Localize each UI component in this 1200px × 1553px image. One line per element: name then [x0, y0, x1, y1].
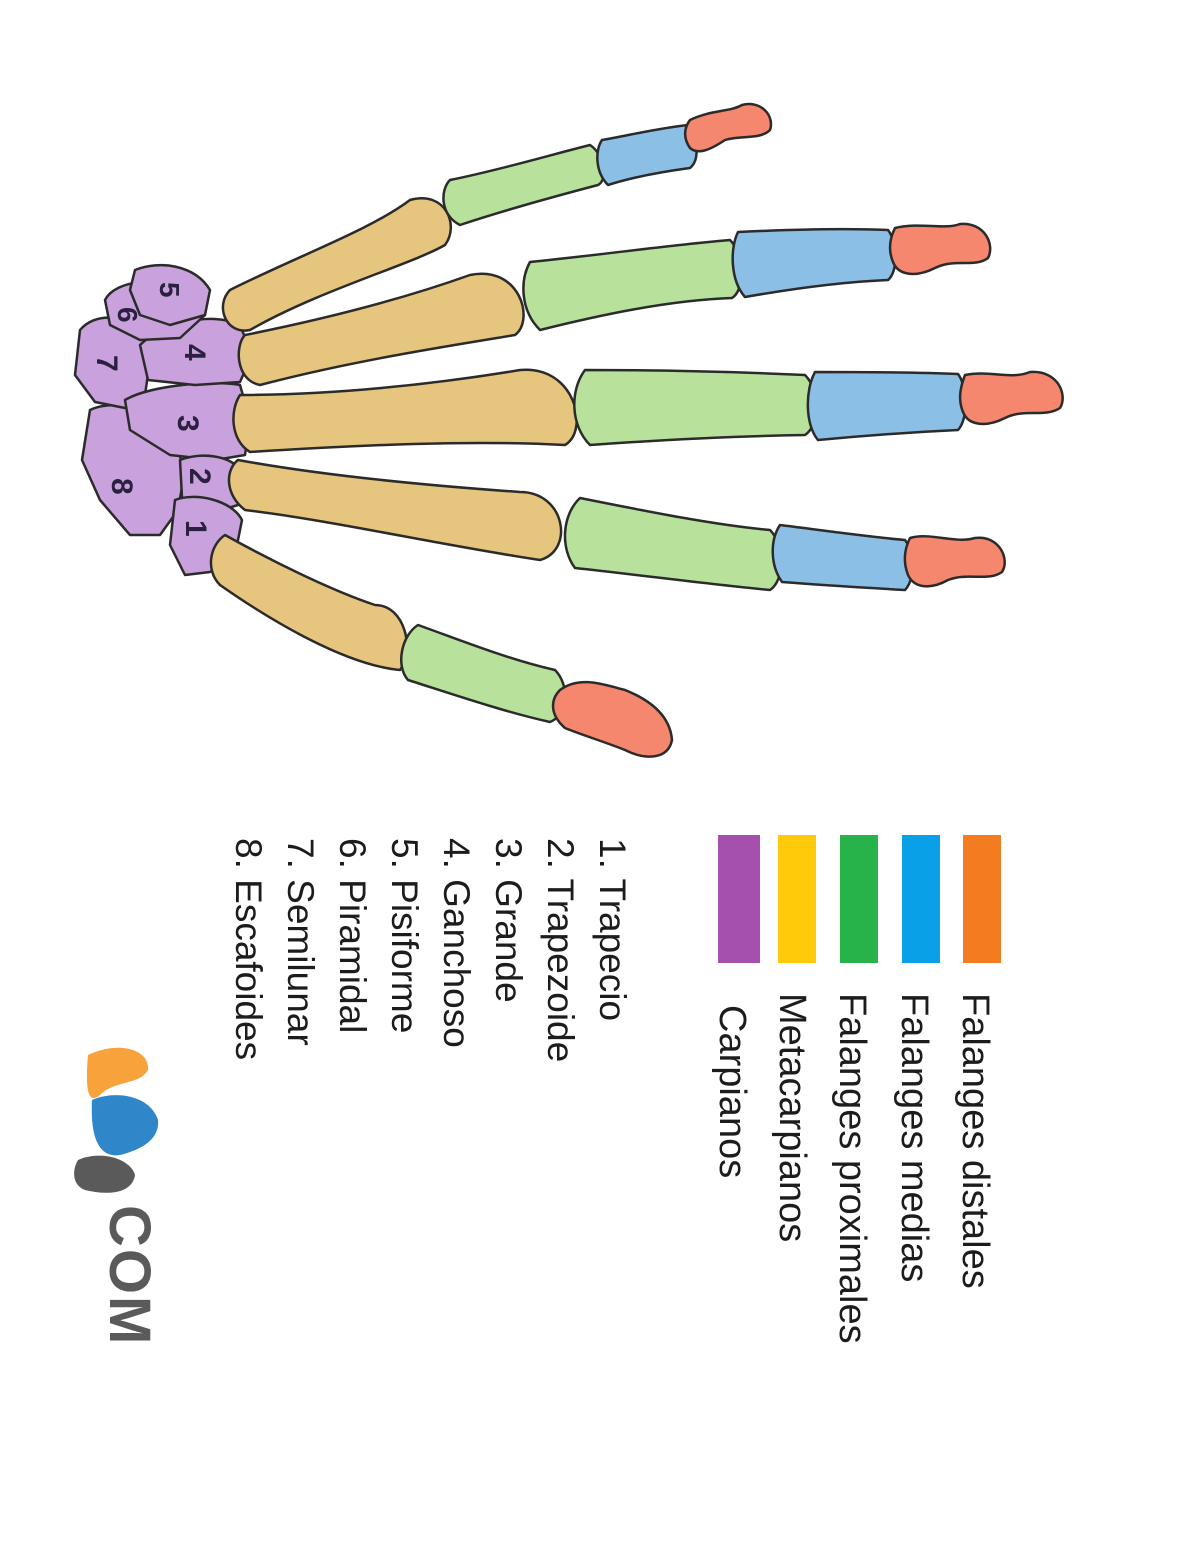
carpal-number-5: 5 [154, 282, 185, 298]
proximal-phalanx-4 [563, 496, 783, 592]
logo: COM [74, 1047, 162, 1346]
legend-label-metacarpianos: Metacarpianos [771, 993, 813, 1242]
legend: Falanges distales Falanges medias Falang… [711, 835, 1001, 1344]
distal-phalanx-5 [903, 535, 1006, 588]
carpal-number-1: 1 [179, 520, 212, 537]
metacarpal-1 [221, 197, 452, 332]
legend-swatch-medias [902, 835, 940, 963]
legend-swatch-carpianos [718, 835, 760, 963]
carpal-number-6: 6 [112, 307, 143, 323]
carpal-list-item-3: 3. Grande [488, 838, 529, 1003]
proximal-phalanx-1 [442, 143, 606, 227]
logo-swoosh-orange [86, 1047, 149, 1099]
proximal-phalanx-5 [400, 623, 567, 724]
legend-swatch-distales [963, 835, 1001, 963]
distal-phalanx-1 [551, 680, 674, 758]
metacarpal-4 [227, 458, 563, 562]
metacarpal-5 [209, 533, 409, 672]
carpal-bones: 8 7 3 4 6 5 2 1 [73, 263, 254, 577]
carpal-list-item-1: 1. Trapecio [592, 838, 633, 1021]
distal-phalanx-2 [683, 102, 773, 153]
logo-swoosh-blue [91, 1095, 159, 1156]
logo-swoosh-gray [74, 1155, 135, 1193]
proximal-phalanx-3 [573, 368, 818, 447]
middle-phalanx-3 [731, 227, 897, 299]
carpal-list-item-8: 8. Escafoides [228, 838, 269, 1060]
middle-phalanx-4 [806, 370, 967, 442]
legend-label-carpianos: Carpianos [711, 1005, 753, 1178]
legend-label-distales: Falanges distales [954, 993, 996, 1289]
carpal-number-7: 7 [90, 355, 123, 372]
middle-phalanx-5 [771, 523, 914, 592]
carpal-number-3: 3 [171, 415, 204, 432]
carpal-list-item-4: 4. Ganchoso [436, 838, 477, 1048]
distal-phalanx-3 [888, 222, 992, 276]
legend-swatch-metacarpianos [778, 835, 816, 963]
middle-phalanx-2 [596, 123, 698, 187]
carpal-list-item-7: 7. Semilunar [280, 838, 321, 1046]
carpal-bone-list: 1. Trapecio 2. Trapezoide 3. Grande 4. G… [228, 838, 633, 1062]
carpal-list-item-6: 6. Piramidal [332, 838, 373, 1033]
distal-phalanx-4 [958, 370, 1064, 426]
carpal-list-item-5: 5. Pisiforme [384, 838, 425, 1033]
proximal-phalanx-2 [522, 238, 743, 332]
metacarpal-2 [237, 272, 525, 387]
carpal-number-4: 4 [178, 344, 211, 361]
carpal-list-item-2: 2. Trapezoide [540, 838, 581, 1062]
legend-label-proximales: Falanges proximales [831, 993, 873, 1344]
legend-swatch-proximales [840, 835, 878, 963]
metacarpal-bones [209, 197, 578, 672]
proximal-phalanges [400, 143, 818, 724]
carpal-bone-5 [128, 263, 212, 327]
middle-phalanges [596, 123, 967, 592]
logo-text: COM [97, 1205, 162, 1346]
distal-phalanges [551, 102, 1064, 758]
carpal-number-8: 8 [105, 478, 138, 495]
carpal-number-2: 2 [183, 468, 216, 485]
legend-label-medias: Falanges medias [893, 993, 935, 1282]
metacarpal-3 [232, 368, 578, 454]
